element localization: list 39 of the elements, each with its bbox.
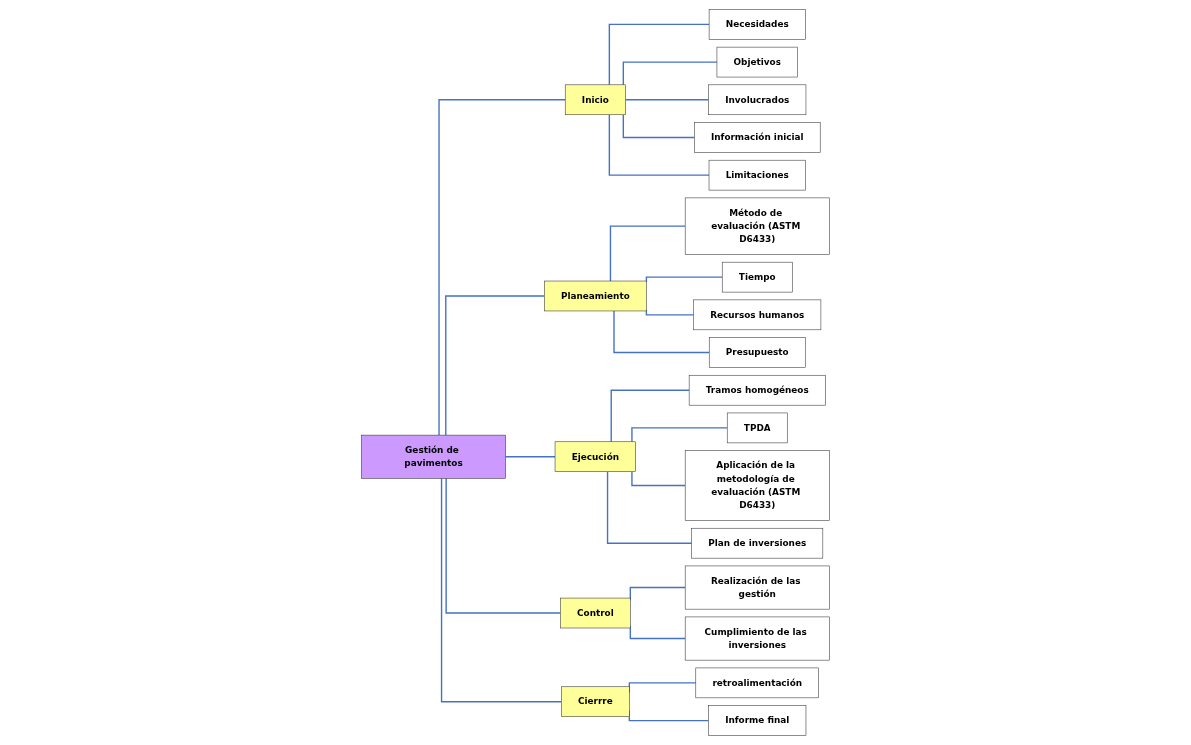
node-box: Necesidades: [708, 9, 806, 40]
connector: [441, 477, 563, 703]
connector: [438, 99, 567, 436]
node-box: Control: [560, 597, 631, 629]
node-box: Realización de las gestión: [685, 565, 830, 610]
node-box: Presupuesto: [709, 337, 806, 368]
node-box: Objetivos: [716, 46, 798, 78]
connector: [610, 389, 690, 443]
node-box: Cierrre: [561, 686, 630, 717]
node-box: Inicio: [565, 84, 626, 116]
node-box: retroalimentación: [695, 667, 820, 699]
connector: [609, 225, 686, 282]
connector: [624, 99, 710, 101]
connector: [608, 114, 710, 176]
connector: [622, 61, 718, 86]
node-box: Tramos homogéneos: [689, 375, 826, 406]
node-box: Información inicial: [694, 122, 821, 153]
node-box: Gestión de pavimentos: [361, 434, 506, 479]
node-box: Tiempo: [722, 261, 793, 293]
node-box: Involucrados: [708, 84, 807, 116]
connector: [622, 114, 696, 139]
node-box: Recursos humanos: [693, 299, 822, 331]
node-box: Informe final: [708, 705, 807, 736]
node-box: Plan de inversiones: [691, 527, 824, 559]
connector: [613, 310, 711, 354]
node-box: Ejecución: [554, 441, 637, 472]
connector: [631, 471, 686, 487]
node-box: Método de evaluación (ASTM D6433): [685, 197, 830, 255]
connector: [608, 23, 710, 86]
connector: [631, 427, 729, 443]
connector: [445, 477, 562, 614]
node-box: Cumplimiento de las inversiones: [685, 616, 830, 661]
connector: [607, 471, 693, 544]
node-box: Aplicación de la metodología de evaluación (ASTM D6433): [685, 450, 830, 521]
connector: [445, 295, 546, 436]
node-box: Planeamiento: [544, 280, 647, 312]
node-box: TPDA: [727, 412, 788, 444]
node-box: Limitaciones: [708, 159, 806, 191]
connector: [504, 456, 556, 458]
